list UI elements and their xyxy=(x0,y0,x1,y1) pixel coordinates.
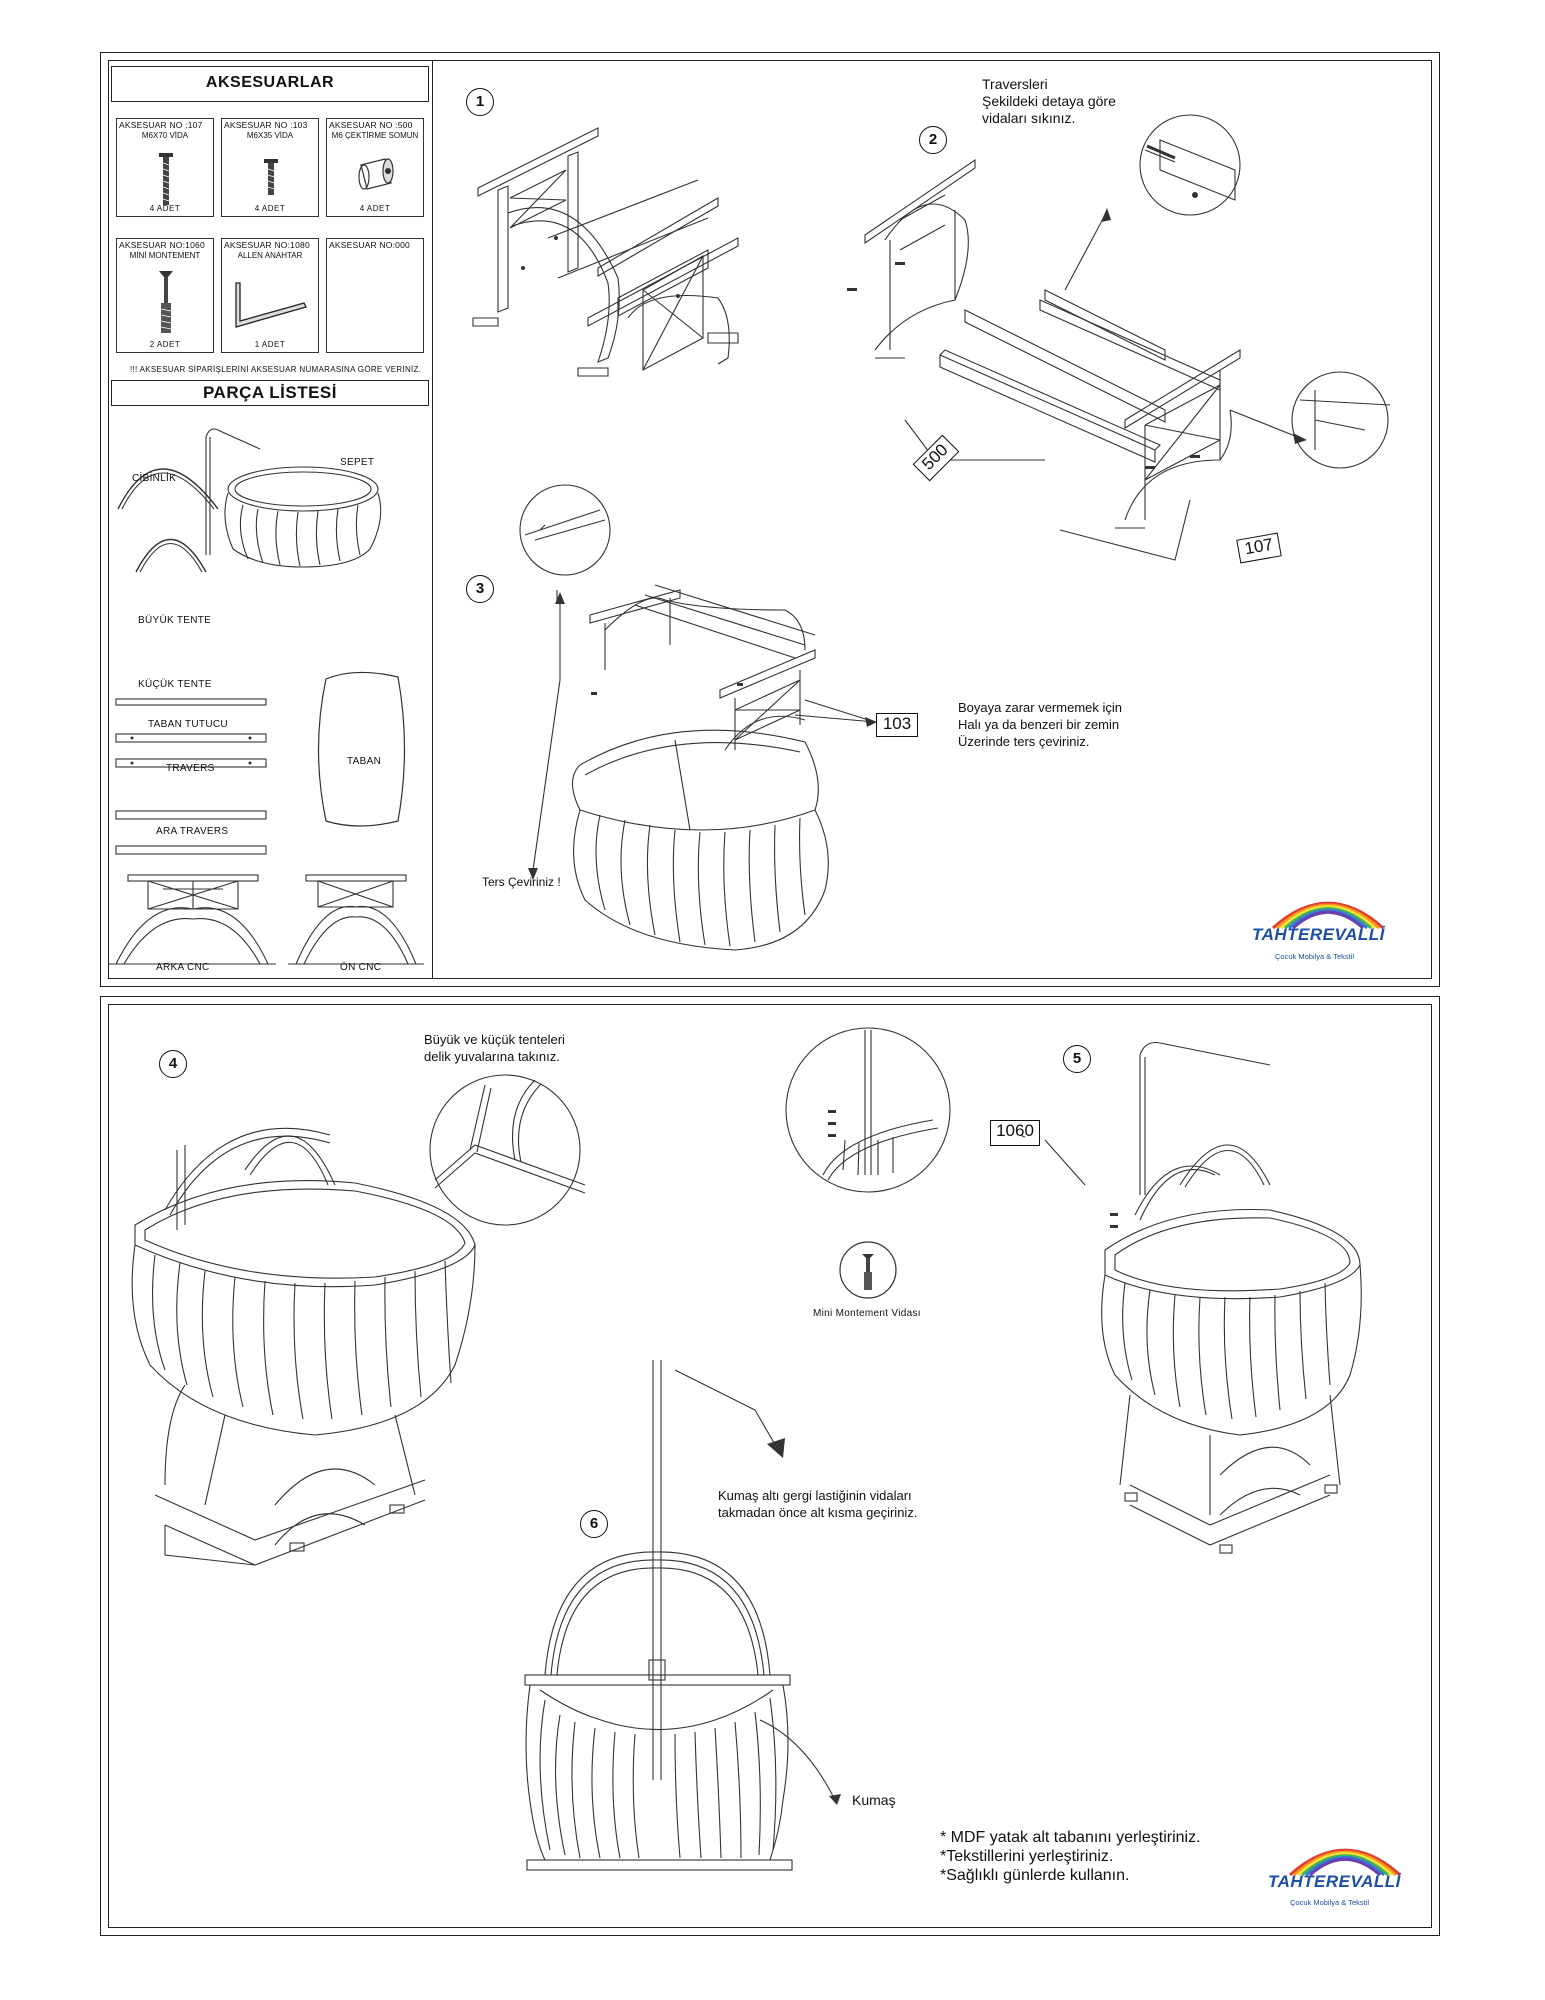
top-panel xyxy=(100,52,1440,987)
accessory-103: AKSESUAR NO :103 M6X35 VİDA 4 ADET xyxy=(221,118,319,217)
mini-connector-icon xyxy=(159,271,173,333)
bottom-panel xyxy=(100,996,1440,1936)
label-1060: 1060 xyxy=(990,1120,1040,1146)
step-2-drawing xyxy=(847,114,1391,561)
brand-wordmark-bottom: TAHTEREVALLİ xyxy=(1268,1872,1401,1891)
rainbow-arc xyxy=(1308,1857,1382,1877)
barrel-nut-icon xyxy=(358,158,394,190)
top-panel-inner xyxy=(108,60,1432,979)
part-on-cnc: ÖN CNC xyxy=(340,962,382,973)
part-sepet: SEPET xyxy=(340,457,375,468)
rainbow-arc xyxy=(1271,901,1385,930)
step-4-zoom xyxy=(429,1074,586,1226)
accessories-header-box xyxy=(111,66,429,102)
parts-header-box xyxy=(111,380,429,406)
part-buyuk-tente: BÜYÜK TENTE xyxy=(138,615,212,626)
part-taban-tutucu: TABAN TUTUCU xyxy=(148,719,228,730)
brand-tagline-top: Çocuk Mobilya & Tekstil xyxy=(1275,952,1355,961)
kumas-note-2: takmadan önce alt kısma geçiriniz. xyxy=(718,1505,918,1520)
step-2-note-2: Şekildeki detaya göre xyxy=(982,93,1116,109)
step-2-badge: 2 xyxy=(919,126,947,154)
rainbow-arc xyxy=(1275,903,1381,930)
brand-tagline-bottom: Çocuk Mobilya & Tekstil xyxy=(1290,1898,1370,1907)
final-instruction-1: * MDF yatak alt tabanını yerleştiriniz. xyxy=(940,1829,1201,1846)
final-instruction-2: *Tekstillerini yerleştiriniz. xyxy=(940,1848,1114,1865)
kumas-note-1: Kumaş altı gergi lastiğinin vidaları xyxy=(718,1488,912,1503)
bottom-panel-inner xyxy=(108,1004,1432,1928)
rainbow-arc xyxy=(1288,1848,1402,1877)
step-1-badge: 1 xyxy=(466,88,494,116)
part-cibinlik: CİBİNLİK xyxy=(132,473,177,484)
accessory-500: AKSESUAR NO :500 M6 ÇEKTİRME SOMUN 4 ADE… xyxy=(326,118,424,217)
step-6-badge: 6 xyxy=(580,1510,608,1538)
rainbow-arc xyxy=(1296,1852,1394,1877)
accessories-column xyxy=(108,60,433,979)
rainbow-arc xyxy=(1292,1850,1398,1877)
final-instruction-3: *Sağlıklı günlerde kullanın. xyxy=(940,1867,1130,1884)
rainbow-arc xyxy=(1291,910,1365,930)
step-2-note-3: vidaları sıkınız. xyxy=(982,110,1076,126)
step-4-note-1: Büyük ve küçük tenteleri xyxy=(424,1032,565,1047)
step-4-note-2: delik yuvalarına takınız. xyxy=(424,1049,560,1064)
step-3-note-1: Boyaya zarar vermemek için xyxy=(958,700,1122,715)
kumas-label: Kumaş xyxy=(852,1792,896,1808)
mini-montement-icon xyxy=(839,1241,897,1299)
accessory-1080: AKSESUAR NO:1080 ALLEN ANAHTAR 1 ADET xyxy=(221,238,319,353)
step-4-badge: 4 xyxy=(159,1050,187,1078)
step-5-drawing xyxy=(1019,1041,1362,1554)
step-2-note-1: Traversleri xyxy=(982,76,1048,92)
step-5-zoom xyxy=(785,1027,951,1193)
part-travers: TRAVERS xyxy=(166,763,215,774)
mini-montement-label: Mini Montement Vidası xyxy=(813,1308,921,1319)
parts-header: PARÇA LİSTESİ xyxy=(202,383,337,402)
step-1-drawing xyxy=(472,127,739,377)
label-103: 103 xyxy=(876,713,918,737)
step-3-drawing xyxy=(519,484,877,951)
step-3-badge: 3 xyxy=(466,575,494,603)
accessories-header: AKSESUARLAR xyxy=(205,74,335,91)
long-screw-icon xyxy=(159,153,173,205)
allen-key-icon xyxy=(235,282,307,328)
accessory-107: AKSESUAR NO :107 M6X70 VİDA 4 ADET xyxy=(116,118,214,217)
ters-ceviriniz-note: Ters Çeviriniz ! xyxy=(482,875,561,889)
rainbow-arc xyxy=(1283,907,1373,930)
rainbow-arc xyxy=(1279,905,1377,930)
step-4-drawing xyxy=(131,1127,476,1566)
part-ara-travers: ARA TRAVERS xyxy=(156,826,229,837)
rainbow-logo-top xyxy=(1271,901,1385,930)
rainbow-arc xyxy=(1300,1854,1390,1877)
step-3-note-2: Halı ya da benzeri bir zemin xyxy=(958,717,1120,732)
parts-drawings xyxy=(108,428,424,965)
accessory-000: AKSESUAR NO:000 xyxy=(326,238,424,353)
rainbow-arc xyxy=(1287,908,1369,930)
rainbow-logo-bottom xyxy=(1288,1848,1402,1877)
step-5-badge: 5 xyxy=(1063,1045,1091,1073)
step-6-drawing xyxy=(524,1360,841,1871)
part-kucuk-tente: KÜÇÜK TENTE xyxy=(138,679,212,690)
part-taban: TABAN xyxy=(347,756,382,767)
step-3-note-3: Üzerinde ters çeviriniz. xyxy=(958,734,1090,749)
accessory-note: !!! AKSESUAR SİPARİŞLERİNİ AKSESUAR NUMA… xyxy=(130,365,422,374)
rainbow-arc xyxy=(1304,1855,1386,1877)
short-screw-icon xyxy=(264,159,278,195)
accessory-1060: AKSESUAR NO:1060 MİNİ MONTEMENT 2 ADET xyxy=(116,238,214,353)
brand-wordmark-top: TAHTEREVALLİ xyxy=(1252,925,1385,944)
part-arka-cnc: ARKA CNC xyxy=(156,962,210,973)
